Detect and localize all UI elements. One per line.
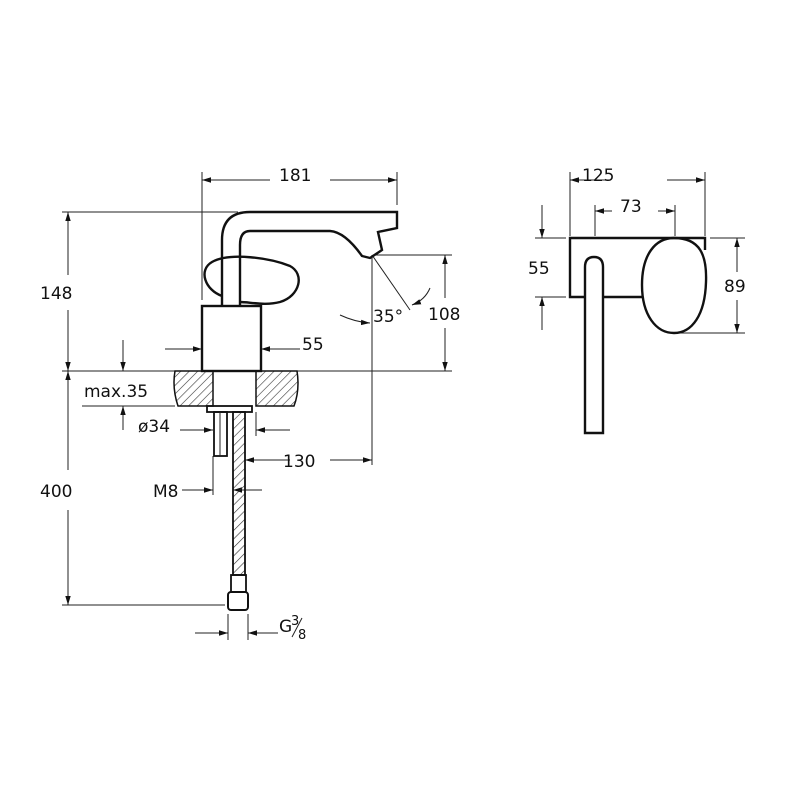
dim-counter-label: max.35 bbox=[84, 382, 148, 402]
dim-spout-height-label: 108 bbox=[428, 305, 460, 325]
dim-width-label: 181 bbox=[279, 166, 311, 186]
side-handle-oval bbox=[640, 236, 708, 335]
dim-angle-label: 35° bbox=[373, 307, 403, 327]
dim-hole-label: ø34 bbox=[138, 417, 170, 437]
side-view: 125 73 55 89 bbox=[528, 166, 746, 435]
dim-projection-label: 130 bbox=[283, 452, 315, 472]
side-extension-lines bbox=[535, 172, 745, 334]
front-view: 181 148 108 35° 55 max.35 ø34 130 400 M8… bbox=[40, 166, 460, 643]
svg-text:G: G bbox=[279, 617, 292, 637]
svg-text:8: 8 bbox=[298, 628, 306, 643]
handle-lever bbox=[203, 255, 300, 305]
side-dim-inner-label: 73 bbox=[620, 197, 642, 217]
hose-fitting bbox=[230, 574, 247, 593]
dim-stud-label: M8 bbox=[153, 482, 178, 502]
dim-connection-label: G 3 8 bbox=[279, 614, 306, 643]
dim-height-above-label: 148 bbox=[40, 284, 72, 304]
countertop bbox=[173, 370, 299, 407]
dim-body-label: 55 bbox=[302, 335, 324, 355]
dimension-lines bbox=[65, 177, 448, 636]
side-dim-width-label: 125 bbox=[582, 166, 614, 186]
side-dim-handle-label: 89 bbox=[724, 277, 746, 297]
body bbox=[200, 304, 263, 373]
hose bbox=[232, 411, 246, 576]
extension-lines bbox=[62, 172, 452, 640]
spout bbox=[220, 210, 399, 306]
side-dim-plate-label: 55 bbox=[528, 259, 550, 279]
washer bbox=[206, 405, 253, 413]
svg-text:3: 3 bbox=[291, 614, 299, 629]
dim-height-below-label: 400 bbox=[40, 482, 72, 502]
side-lever bbox=[583, 255, 605, 435]
side-dimension-lines bbox=[539, 177, 740, 333]
hose-nut bbox=[227, 591, 249, 611]
